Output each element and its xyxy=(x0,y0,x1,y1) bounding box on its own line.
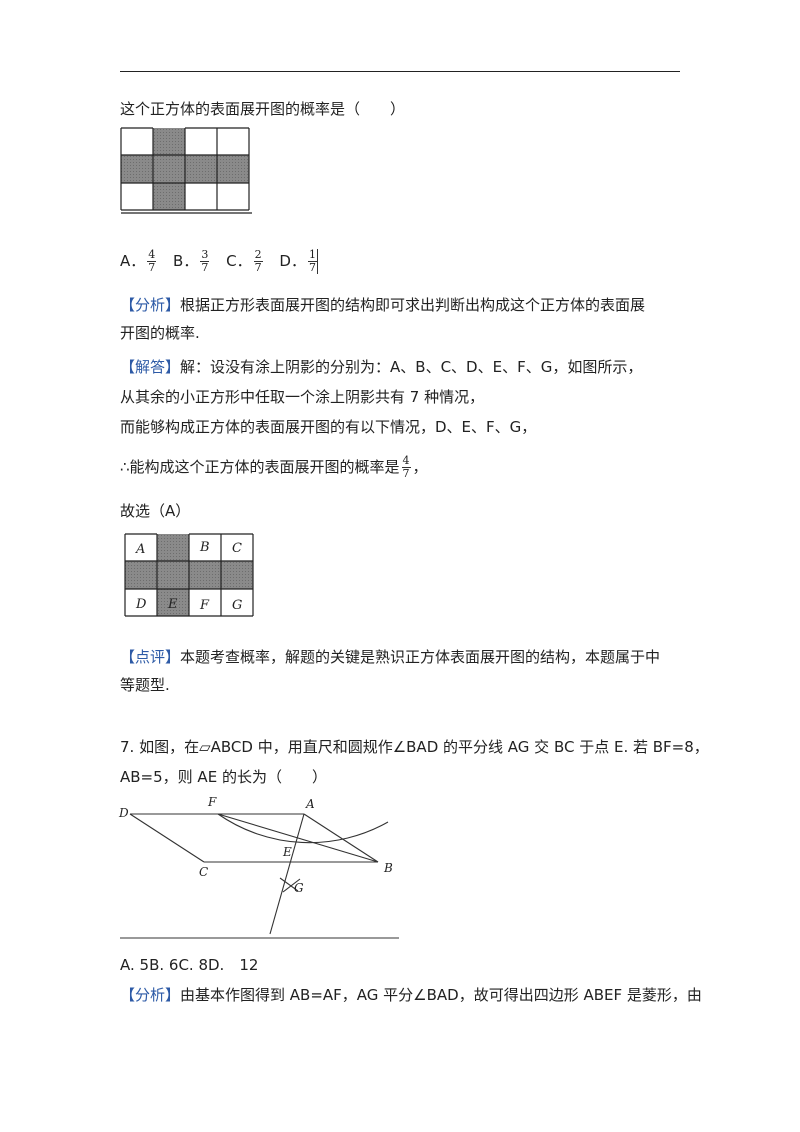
cell-label-a: A xyxy=(135,542,145,557)
q6-figure-grid xyxy=(120,127,252,214)
q6-answer: 【解答】解：设没有涂上阴影的分别为：A、B、C、D、E、F、G，如图所示， xyxy=(120,358,643,376)
q6-choose: 故选（A） xyxy=(120,502,191,520)
cell-label-b: B xyxy=(199,540,210,555)
point-label-a: A xyxy=(305,797,315,811)
point-label-b: B xyxy=(383,861,393,875)
cell-label-c: C xyxy=(232,541,242,556)
q6-comment: 【点评】本题考查概率，解题的关键是熟识正方体表面展开图的结构，本题属于中 xyxy=(120,648,661,666)
point-label-c: C xyxy=(199,865,208,879)
q6-answer-l3: 而能够构成正方体的表面展开图的有以下情况，D、E、F、G， xyxy=(120,418,537,436)
cell-label-d: D xyxy=(135,597,147,612)
header-rule xyxy=(120,71,680,72)
point-label-f: F xyxy=(207,795,217,809)
q7-stem: 7. 如图，在▱ABCD 中，用直尺和圆规作∠BAD 的平分线 AG 交 BC … xyxy=(120,738,709,756)
q7-figure-parallelogram: D F A E B C G xyxy=(118,795,399,939)
q6-figure-labeled-grid: A B C D E F G xyxy=(124,533,254,617)
point-label-e: E xyxy=(282,845,292,859)
q7-stem-cont: AB=5，则 AE 的长为（ ） xyxy=(120,768,327,786)
q6-stem: 这个正方体的表面展开图的概率是（ ） xyxy=(120,100,406,118)
point-label-d: D xyxy=(118,806,129,820)
cell-label-e: E xyxy=(167,597,178,612)
point-label-g: G xyxy=(294,881,304,895)
q7-options: A. 5B. 6C. 8D. 12 xyxy=(120,956,259,974)
q6-answer-l2: 从其余的小正方形中任取一个涂上阴影共有 7 种情况， xyxy=(120,388,485,406)
q6-comment-cont: 等题型. xyxy=(120,676,170,694)
q7-analysis: 【分析】由基本作图得到 AB=AF，AG 平分∠BAD，故可得出四边形 ABEF… xyxy=(120,986,702,1004)
q6-analysis: 【分析】根据正方形表面展开图的结构即可求出判断出构成这个正方体的表面展 xyxy=(120,296,646,314)
cell-label-f: F xyxy=(199,598,210,613)
q6-analysis-cont: 开图的概率. xyxy=(120,324,200,342)
cell-label-g: G xyxy=(232,598,242,613)
